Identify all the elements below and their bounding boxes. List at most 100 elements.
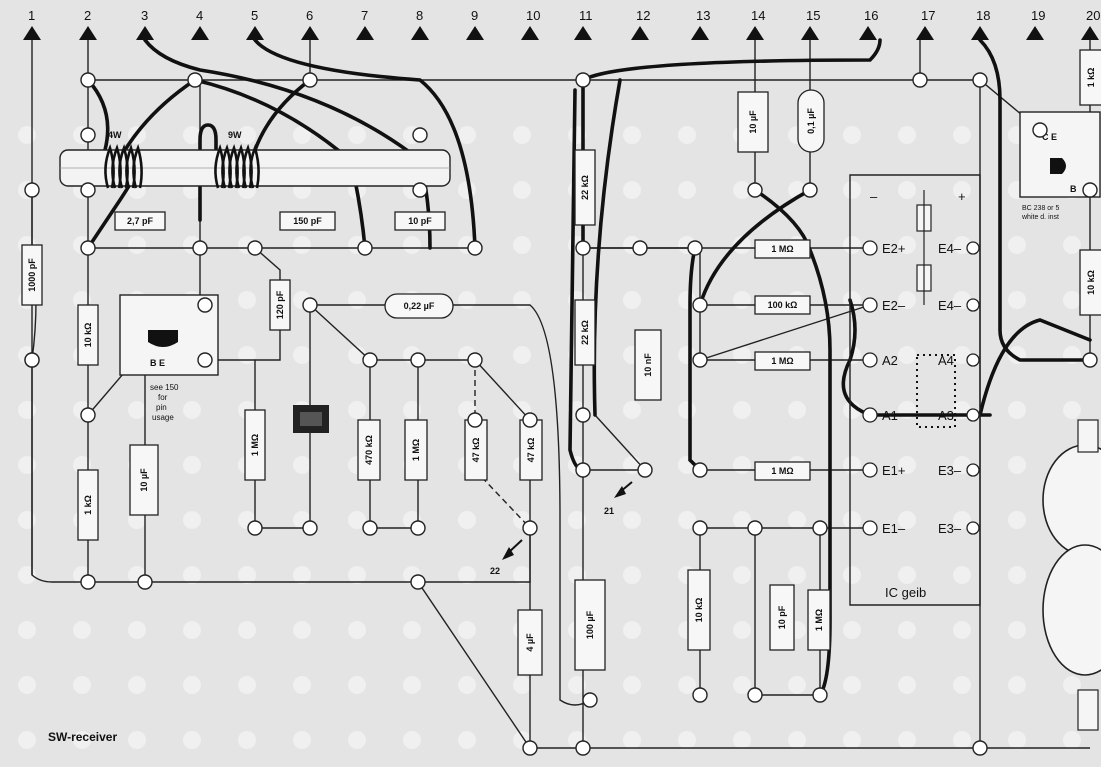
grid-hole bbox=[898, 456, 916, 474]
component-label: 10 pF bbox=[777, 605, 787, 629]
grid-hole bbox=[843, 126, 861, 144]
grid-hole bbox=[788, 401, 806, 419]
marker-22: 22 bbox=[490, 539, 523, 576]
grid-hole bbox=[293, 566, 311, 584]
grid-hole bbox=[1063, 731, 1081, 749]
transistor-right-pins: C E bbox=[1042, 132, 1057, 142]
grid-hole bbox=[898, 346, 916, 364]
grid-hole bbox=[953, 126, 971, 144]
component-body: 1000 pF bbox=[21, 244, 43, 306]
grid-hole bbox=[843, 181, 861, 199]
grid-hole bbox=[513, 291, 531, 309]
terminal-node bbox=[192, 240, 208, 256]
grid-hole bbox=[623, 566, 641, 584]
terminal-node bbox=[972, 72, 988, 88]
grid-hole bbox=[128, 401, 146, 419]
terminal-node bbox=[410, 352, 426, 368]
grid-hole bbox=[623, 291, 641, 309]
column-number: 11 bbox=[579, 8, 593, 23]
capacitor-body: 0,1 µF bbox=[797, 89, 825, 153]
grid-hole bbox=[843, 676, 861, 694]
component-body: 10 µF bbox=[129, 444, 159, 516]
column-number: 17 bbox=[921, 8, 935, 23]
terminal-node bbox=[24, 352, 40, 368]
grid-hole bbox=[678, 511, 696, 529]
ic-right-pin: E4– bbox=[938, 241, 962, 256]
component-label: 1 MΩ bbox=[814, 609, 824, 631]
terminal-node bbox=[522, 740, 538, 756]
speaker bbox=[1042, 419, 1101, 731]
grid-hole bbox=[348, 401, 366, 419]
grid-hole bbox=[898, 126, 916, 144]
grid-hole bbox=[458, 621, 476, 639]
column-arrow bbox=[1081, 26, 1099, 40]
component-label: 100 kΩ bbox=[768, 300, 798, 310]
terminal-node bbox=[80, 574, 96, 590]
transistor-right-note-2: white d. inst bbox=[1021, 214, 1059, 221]
crystal bbox=[293, 405, 329, 433]
grid-hole bbox=[238, 676, 256, 694]
column-arrow bbox=[23, 26, 41, 40]
grid-hole bbox=[293, 621, 311, 639]
ic-right-node bbox=[966, 408, 980, 422]
terminal-node bbox=[24, 182, 40, 198]
component-label: 1 MΩ bbox=[250, 434, 260, 456]
column-number: 3 bbox=[141, 8, 148, 23]
grid-hole bbox=[733, 676, 751, 694]
terminal-node bbox=[747, 687, 763, 703]
column-number: 6 bbox=[306, 8, 313, 23]
component-body: 1 MΩ bbox=[754, 351, 811, 371]
grid-hole bbox=[1063, 291, 1081, 309]
component-label: 1 MΩ bbox=[771, 356, 793, 366]
terminal-node bbox=[1032, 122, 1048, 138]
grid-hole bbox=[898, 291, 916, 309]
grid-hole bbox=[1063, 676, 1081, 694]
terminal-node bbox=[575, 462, 591, 478]
grid-hole bbox=[953, 676, 971, 694]
coil-right-label: 9W bbox=[228, 130, 242, 140]
grid-hole bbox=[623, 126, 641, 144]
component-body: 1 MΩ bbox=[244, 409, 266, 481]
ic-left-pin: E2+ bbox=[882, 241, 906, 256]
ic-right-node bbox=[966, 463, 980, 477]
terminal-node bbox=[687, 240, 703, 256]
grid-hole bbox=[953, 511, 971, 529]
component-body: 10 pF bbox=[769, 584, 795, 651]
grid-hole bbox=[1008, 566, 1026, 584]
column-number: 12 bbox=[636, 8, 650, 23]
transistor-note-3: pin bbox=[156, 403, 167, 412]
component-body: 22 kΩ bbox=[574, 299, 596, 366]
transistor-pin-labels: B E bbox=[150, 358, 165, 368]
grid-hole bbox=[788, 566, 806, 584]
ic-right-pin: A3 bbox=[938, 408, 954, 423]
grid-hole bbox=[953, 236, 971, 254]
component-body: 10 nF bbox=[634, 329, 662, 401]
capacitor-label: 0,22 µF bbox=[404, 301, 435, 311]
grid-hole bbox=[898, 181, 916, 199]
grid-hole bbox=[18, 456, 36, 474]
grid-hole bbox=[348, 291, 366, 309]
column-number: 9 bbox=[471, 8, 478, 23]
grid-hole bbox=[678, 126, 696, 144]
component-label: 1 MΩ bbox=[771, 244, 793, 254]
column-number: 8 bbox=[416, 8, 423, 23]
grid-hole bbox=[623, 181, 641, 199]
transistor-module-right: C E B BC 238 or 5 white d. inst bbox=[1019, 111, 1101, 221]
grid-hole bbox=[458, 126, 476, 144]
grid-hole bbox=[898, 621, 916, 639]
component-body: 1 kΩ bbox=[1079, 49, 1101, 106]
grid-hole bbox=[513, 181, 531, 199]
terminal-node bbox=[80, 182, 96, 198]
column-number: 7 bbox=[361, 8, 368, 23]
coil-left bbox=[104, 144, 143, 189]
grid-hole bbox=[678, 731, 696, 749]
component-label: 10 kΩ bbox=[694, 598, 704, 623]
column-arrow bbox=[191, 26, 209, 40]
component-label: 47 kΩ bbox=[526, 438, 536, 463]
component-label: 470 kΩ bbox=[364, 435, 374, 465]
terminal-node bbox=[812, 687, 828, 703]
